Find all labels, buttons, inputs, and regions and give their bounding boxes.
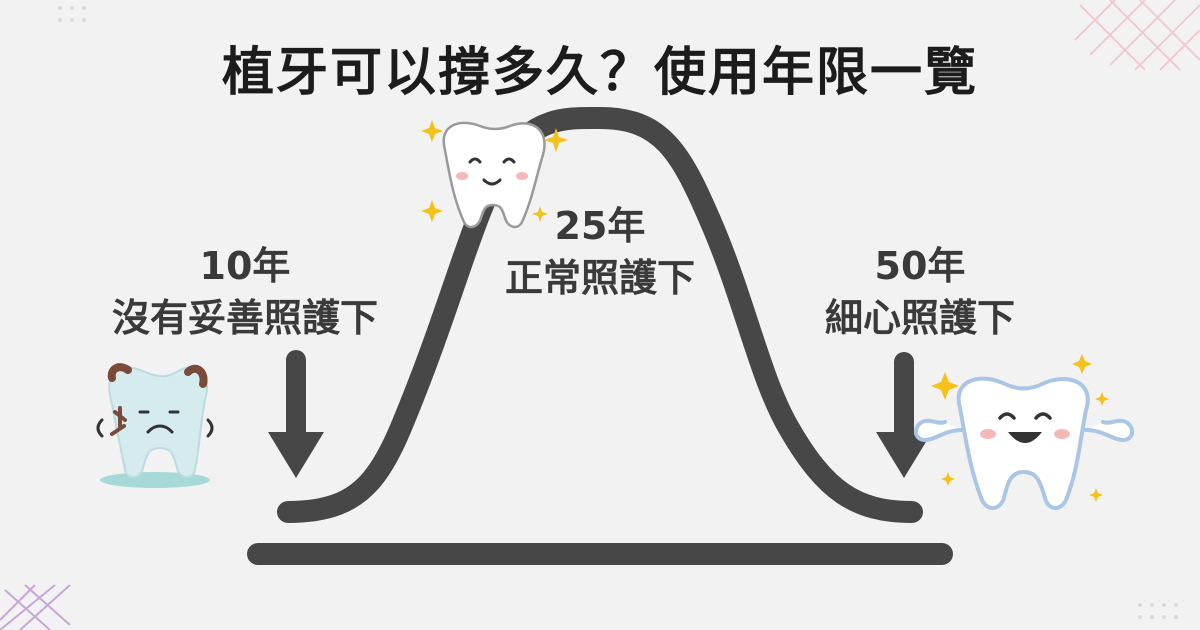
deco-dots-top — [58, 6, 86, 22]
page-title: 植牙可以撐多久？使用年限一覽 — [221, 43, 978, 103]
sad-tooth-icon — [96, 363, 214, 488]
lifespan-curve — [277, 106, 923, 523]
sparkle-icon — [931, 354, 1109, 502]
happy-tooth-icon — [442, 121, 546, 229]
down-arrow-icon-right — [876, 352, 932, 478]
stage-label-normal-care: 25年 正常照護下 — [480, 200, 720, 304]
stage-years: 50年 — [874, 244, 966, 288]
stage-condition: 沒有妥善照護下 — [111, 296, 378, 340]
stage-label-poor-care: 10年 沒有妥善照護下 — [80, 240, 410, 344]
stage-condition: 細心照護下 — [824, 296, 1015, 340]
sparkle-icon — [421, 120, 568, 222]
stage-years: 25年 — [554, 204, 646, 248]
deco-dots-bottom — [1138, 603, 1178, 619]
down-arrow-icon-left — [268, 350, 324, 478]
strong-tooth-icon — [913, 376, 1135, 510]
deco-grid-bottom-left — [0, 584, 71, 630]
deco-grid-top-right — [1074, 0, 1200, 71]
stage-label-careful-care: 50年 細心照護下 — [790, 240, 1050, 344]
stage-years: 10年 — [199, 244, 291, 288]
stage-condition: 正常照護下 — [504, 256, 695, 300]
